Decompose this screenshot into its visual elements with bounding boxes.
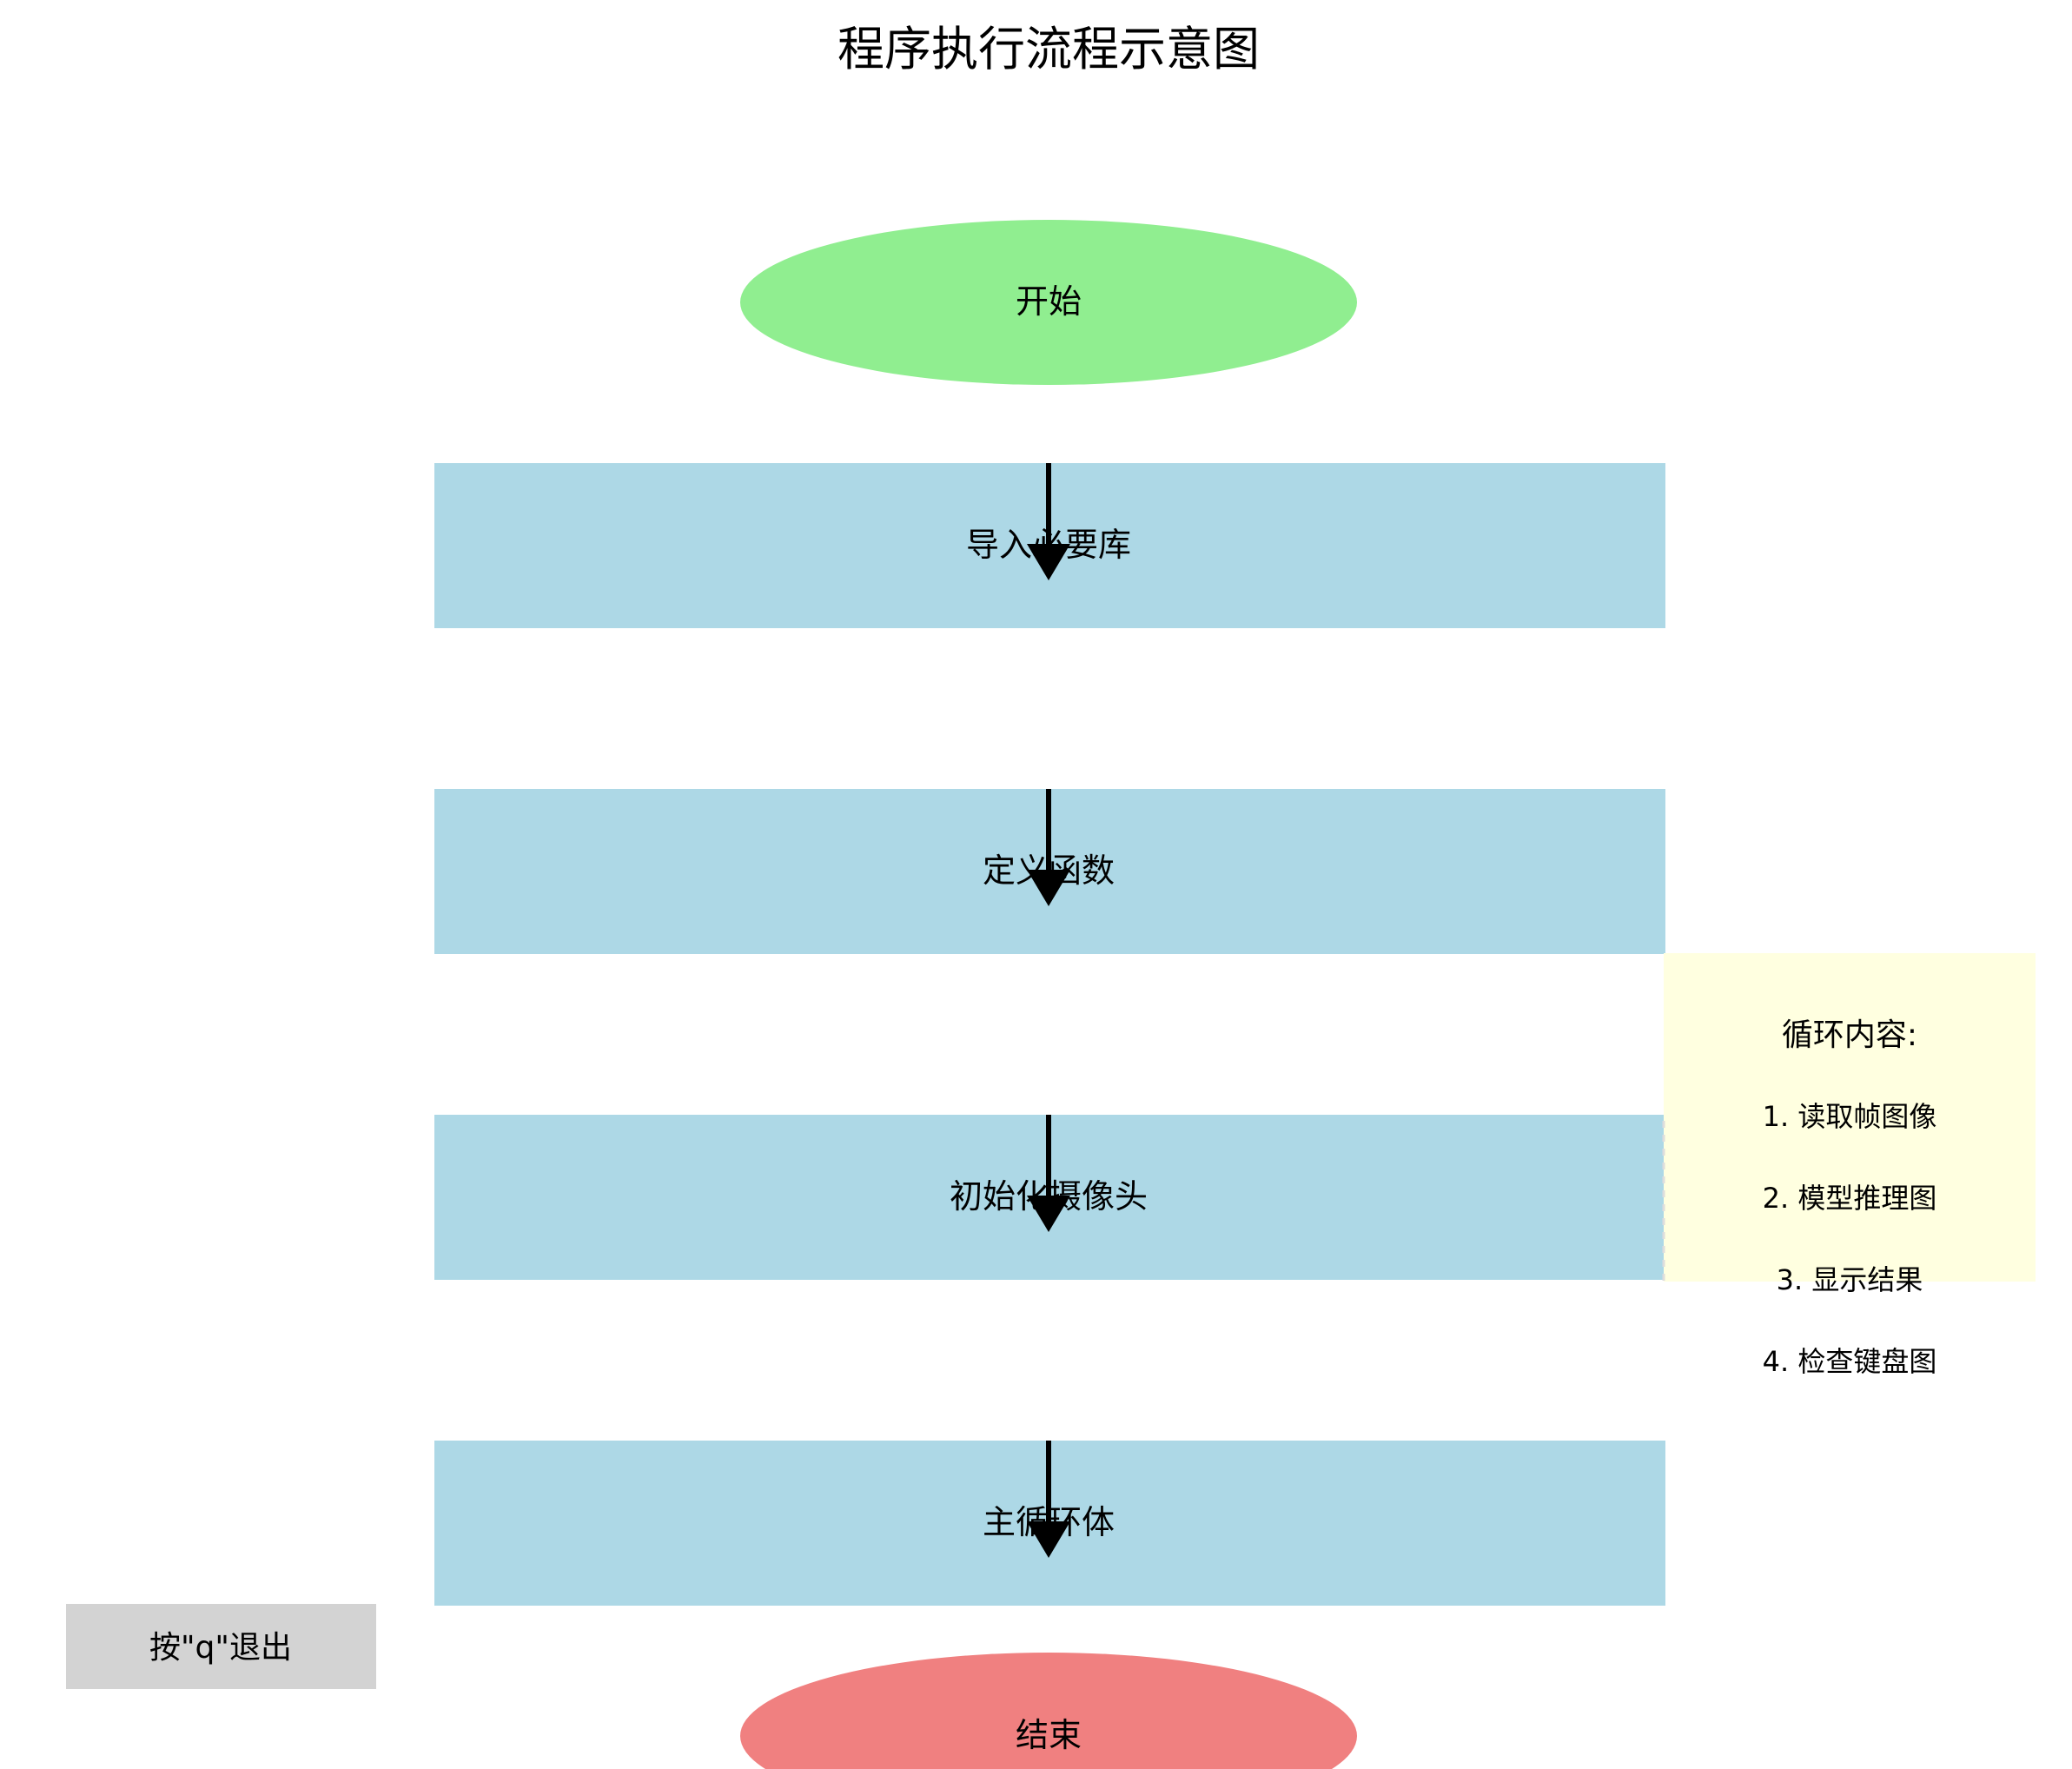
loop-note-item-1: 1. 读取帧图像 [1763, 1100, 1937, 1133]
quit-hint-box [66, 1604, 376, 1689]
arrow-head-1 [1027, 544, 1070, 580]
flow-arrows [1027, 463, 1070, 1558]
loop-note-box [1664, 953, 2036, 1282]
end-label: 结束 [1016, 1716, 1082, 1754]
loop-note-title: 循环内容: [1782, 1017, 1917, 1053]
loop-note-item-3: 3. 显示结果 [1777, 1263, 1923, 1296]
arrow-head-3 [1027, 1196, 1070, 1232]
loop-note-item-2: 2. 模型推理图 [1763, 1182, 1937, 1215]
arrow-head-2 [1027, 870, 1070, 906]
diagram-title: 程序执行流程示意图 [837, 22, 1260, 76]
arrow-head-4 [1027, 1521, 1070, 1558]
end-node [740, 1653, 1357, 1769]
start-node [740, 220, 1357, 385]
loop-note-item-4: 4. 检查键盘图 [1763, 1345, 1937, 1378]
quit-hint-label: 按"q"退出 [149, 1630, 292, 1666]
start-label: 开始 [1016, 282, 1082, 321]
